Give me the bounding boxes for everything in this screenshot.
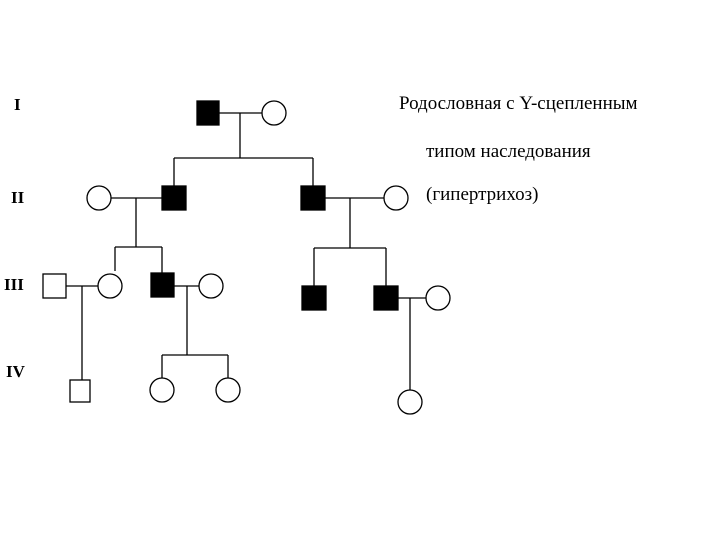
female-III7 — [425, 285, 451, 311]
generation-label-4: IV — [6, 362, 26, 381]
affected-male-I1 — [196, 100, 220, 126]
caption-line-1: Родословная с Y-сцепленным — [399, 93, 638, 114]
female-IV3 — [215, 377, 241, 403]
female-II4 — [383, 185, 409, 211]
generation-label-2: II — [11, 188, 25, 207]
female-III2 — [97, 273, 123, 299]
male-IV1 — [69, 379, 91, 403]
female-IV2 — [149, 377, 175, 403]
affected-male-II2 — [161, 185, 187, 211]
affected-male-III3 — [150, 272, 175, 298]
female-II1 — [86, 185, 112, 211]
generation-label-1: I — [14, 95, 21, 114]
generation-label-3: III — [4, 275, 24, 294]
caption-line-2: типом наследования — [426, 141, 591, 162]
caption-line-3: (гипертрихоз) — [426, 184, 539, 205]
affected-male-III5 — [301, 285, 327, 311]
female-I2 — [261, 100, 287, 126]
affected-male-II3 — [300, 185, 326, 211]
female-III4 — [198, 273, 224, 299]
male-III1 — [42, 273, 67, 299]
affected-male-III6 — [373, 285, 399, 311]
connection-lines — [66, 112, 426, 390]
female-IV4 — [397, 389, 423, 415]
